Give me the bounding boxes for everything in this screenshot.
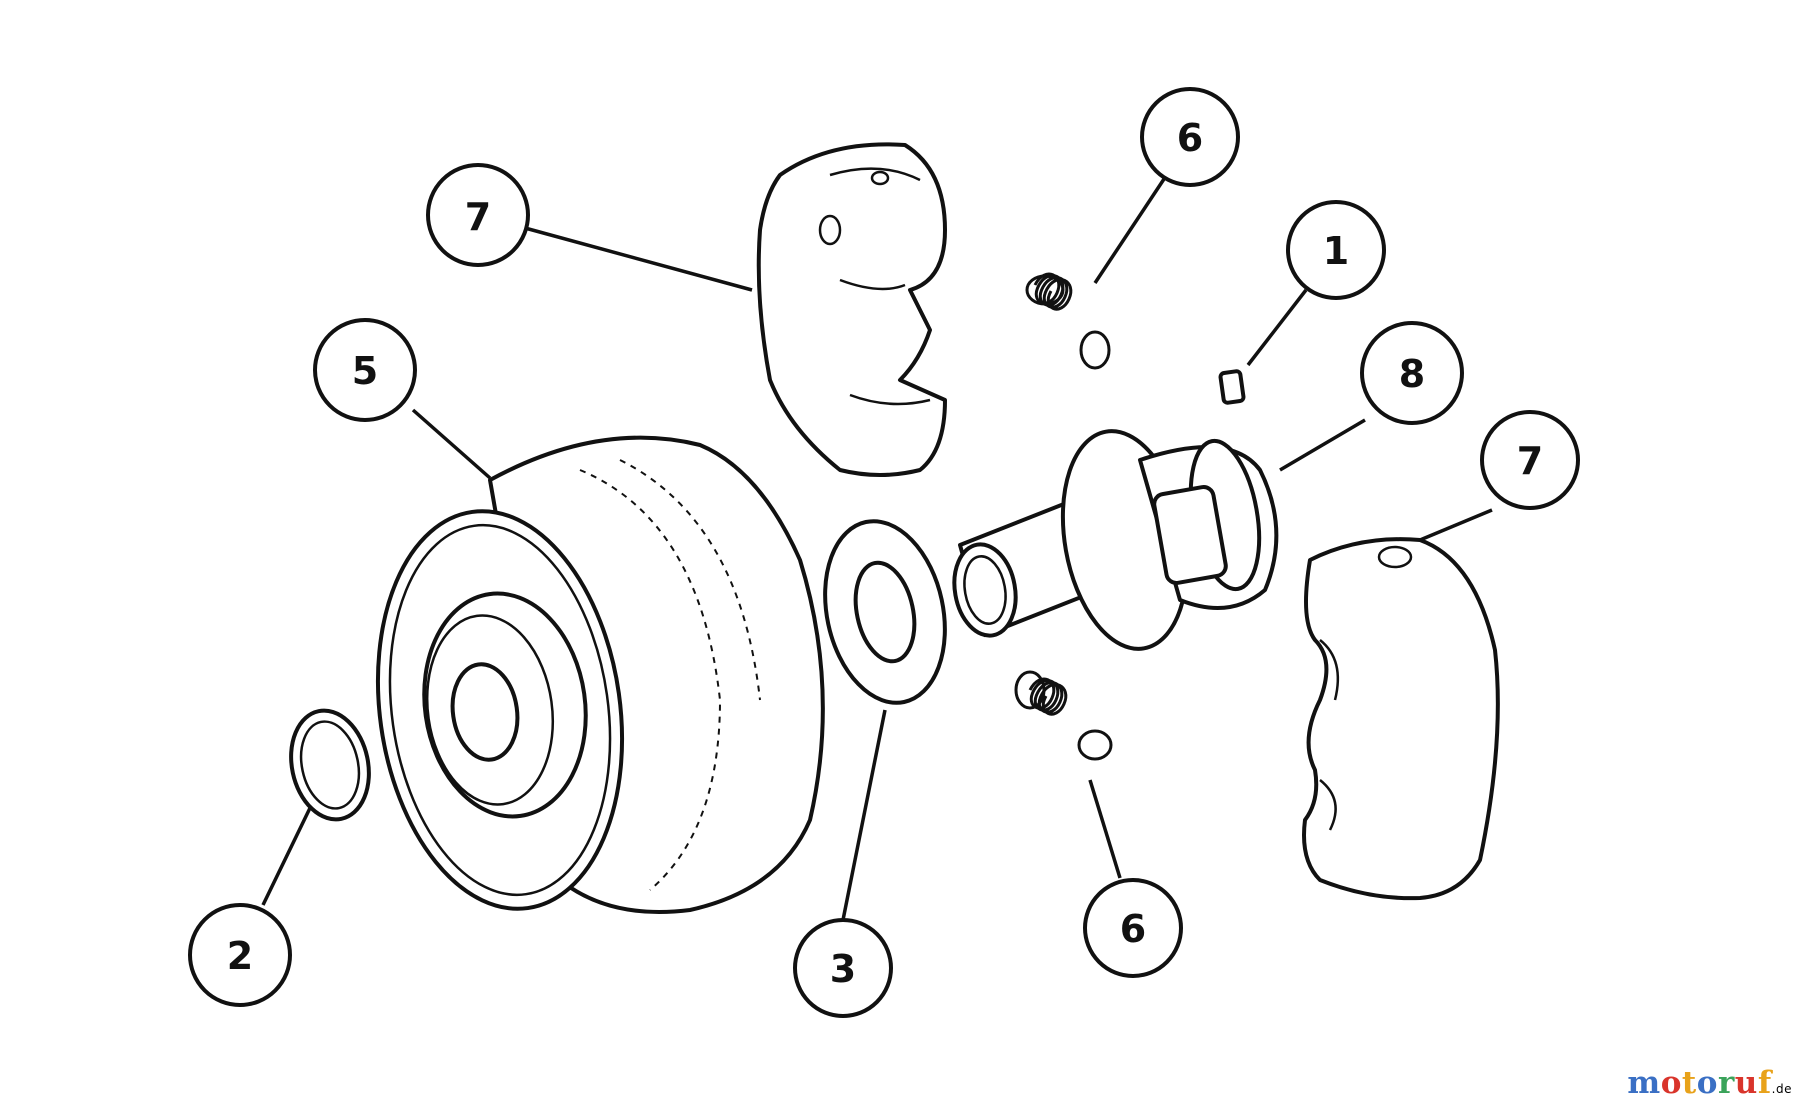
callout-6-bottom: 6 <box>1083 878 1183 978</box>
watermark-letter: o <box>1696 1065 1718 1101</box>
clutch-shoe-right <box>1302 537 1500 901</box>
clutch-drum <box>375 435 825 914</box>
clutch-hub <box>952 429 1279 651</box>
spring-bottom <box>1014 670 1113 761</box>
watermark-letter: m <box>1627 1065 1661 1101</box>
washer <box>823 519 947 705</box>
callout-8: 8 <box>1360 321 1464 425</box>
watermark-letter: u <box>1734 1065 1758 1101</box>
watermark-letter: f <box>1757 1065 1772 1101</box>
watermark-letter: o <box>1660 1065 1682 1101</box>
callout-label: 5 <box>352 349 378 393</box>
clutch-shoe-top <box>756 142 947 477</box>
retainer-ring <box>289 708 371 822</box>
callout-label: 6 <box>1120 907 1146 951</box>
callout-5: 5 <box>313 318 417 422</box>
watermark-letter: r <box>1717 1065 1735 1101</box>
callout-label: 7 <box>1517 439 1543 483</box>
nut <box>1218 369 1246 405</box>
callout-1: 1 <box>1286 200 1386 300</box>
callout-7-top: 7 <box>426 163 530 267</box>
callout-label: 7 <box>465 195 491 239</box>
watermark-text: motoruf <box>1627 1065 1771 1101</box>
callout-label: 1 <box>1323 229 1349 273</box>
callout-3: 3 <box>793 918 893 1018</box>
callout-label: 3 <box>830 947 856 991</box>
leader-lines <box>261 175 1493 921</box>
watermark-letter: t <box>1681 1065 1697 1101</box>
callout-7-right: 7 <box>1480 410 1580 510</box>
callout-2: 2 <box>188 903 292 1007</box>
spring-top <box>1025 272 1111 370</box>
callout-6-top: 6 <box>1140 87 1240 187</box>
watermark-suffix: .de <box>1771 1082 1792 1096</box>
callout-label: 8 <box>1399 352 1425 396</box>
callout-label: 2 <box>227 934 253 978</box>
watermark-logo: motoruf.de <box>1627 1065 1792 1101</box>
callout-label: 6 <box>1177 116 1203 160</box>
